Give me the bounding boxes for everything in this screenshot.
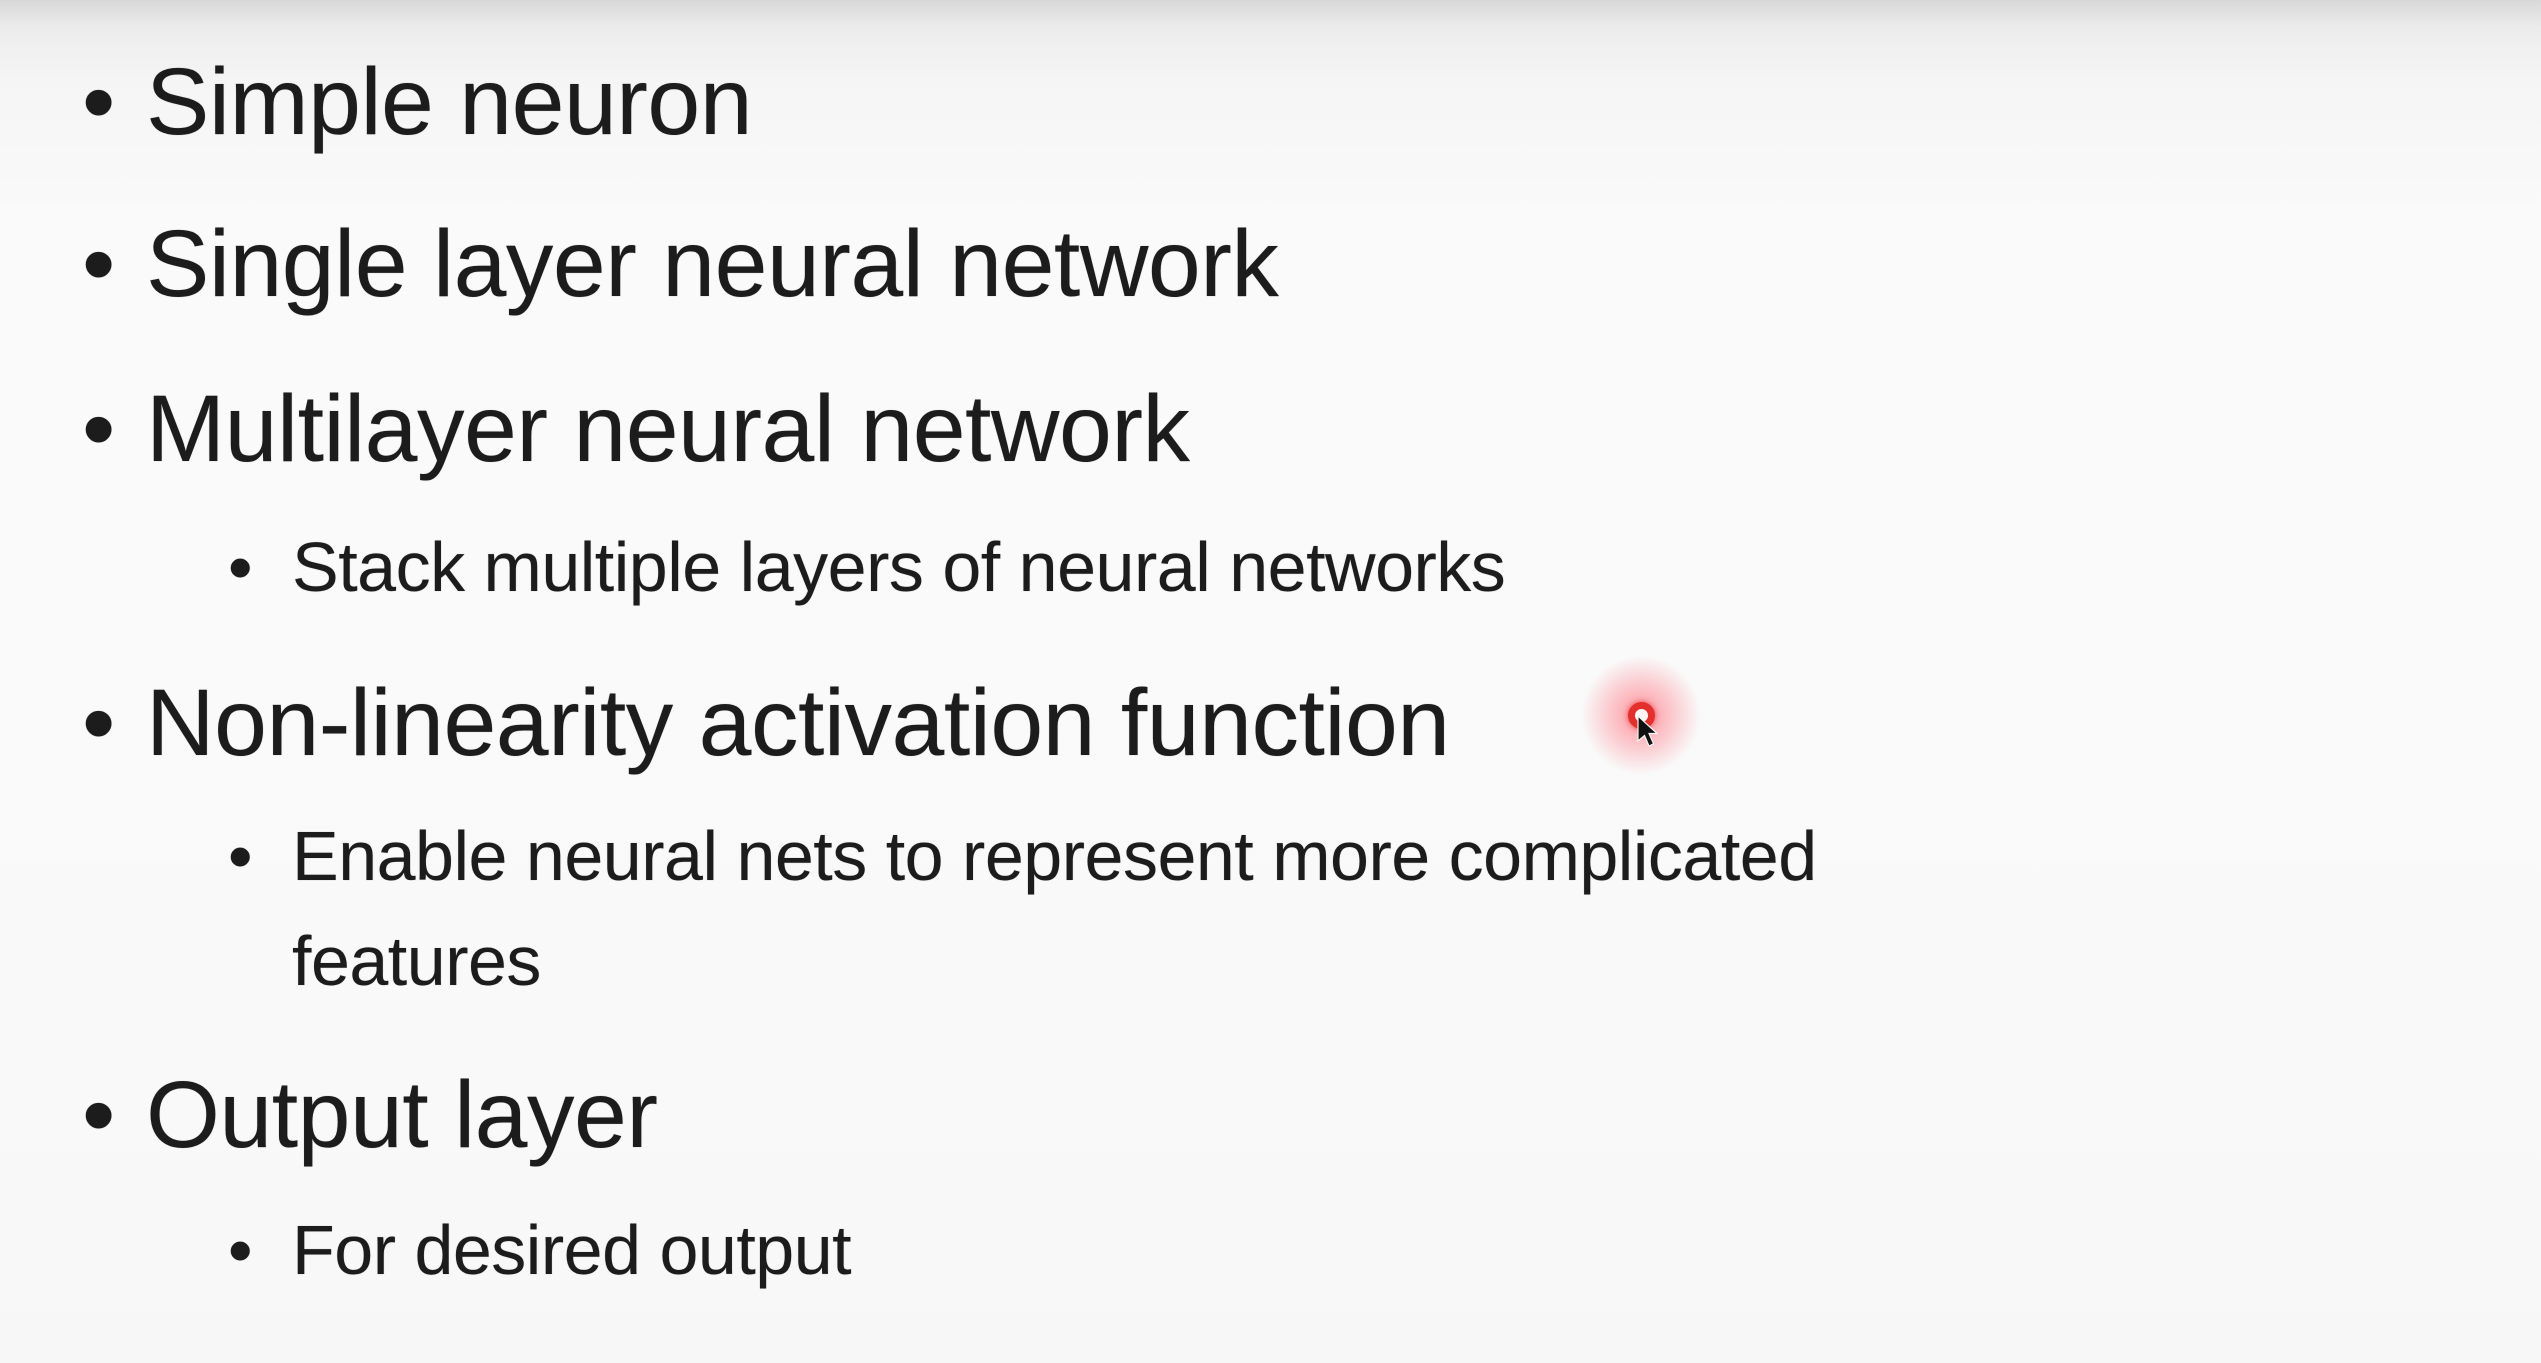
bullet-marker: • <box>82 49 115 155</box>
bullet-text: Single layer neural network <box>146 211 1279 317</box>
bullet-item-output-layer: • Output layer <box>82 1058 658 1172</box>
bullet-marker: • <box>228 528 253 606</box>
bullet-text: Output layer <box>146 1062 658 1168</box>
bullet-marker: • <box>82 1062 115 1168</box>
sub-bullet-for-desired-output: • For desired output <box>228 1198 852 1303</box>
sub-bullet-text-line-2: features <box>292 922 541 1000</box>
bullet-item-nonlinearity-activation: • Non-linearity activation function <box>82 666 1450 780</box>
bullet-marker: • <box>82 376 115 482</box>
bullet-item-simple-neuron: • Simple neuron <box>82 45 753 159</box>
bullet-marker: • <box>82 211 115 317</box>
bullet-item-single-layer-network: • Single layer neural network <box>82 207 1279 321</box>
bullet-text: Simple neuron <box>146 49 753 155</box>
bullet-marker: • <box>228 817 253 895</box>
sub-bullet-stack-multiple-layers: • Stack multiple layers of neural networ… <box>228 515 1506 620</box>
bullet-text: Non-linearity activation function <box>146 670 1450 776</box>
bullet-item-multilayer-network: • Multilayer neural network <box>82 372 1190 486</box>
sub-bullet-text: Enable neural nets to represent more com… <box>292 804 1817 1014</box>
sub-bullet-enable-neural-nets: • Enable neural nets to represent more c… <box>228 804 1817 1014</box>
bullet-marker: • <box>82 670 115 776</box>
sub-bullet-text: Stack multiple layers of neural networks <box>292 528 1506 606</box>
sub-bullet-text: For desired output <box>292 1211 852 1289</box>
bullet-text: Multilayer neural network <box>146 376 1190 482</box>
sub-bullet-text-line-1: Enable neural nets to represent more com… <box>292 817 1817 895</box>
bullet-marker: • <box>228 1211 253 1289</box>
mouse-pointer-icon <box>1637 716 1659 747</box>
